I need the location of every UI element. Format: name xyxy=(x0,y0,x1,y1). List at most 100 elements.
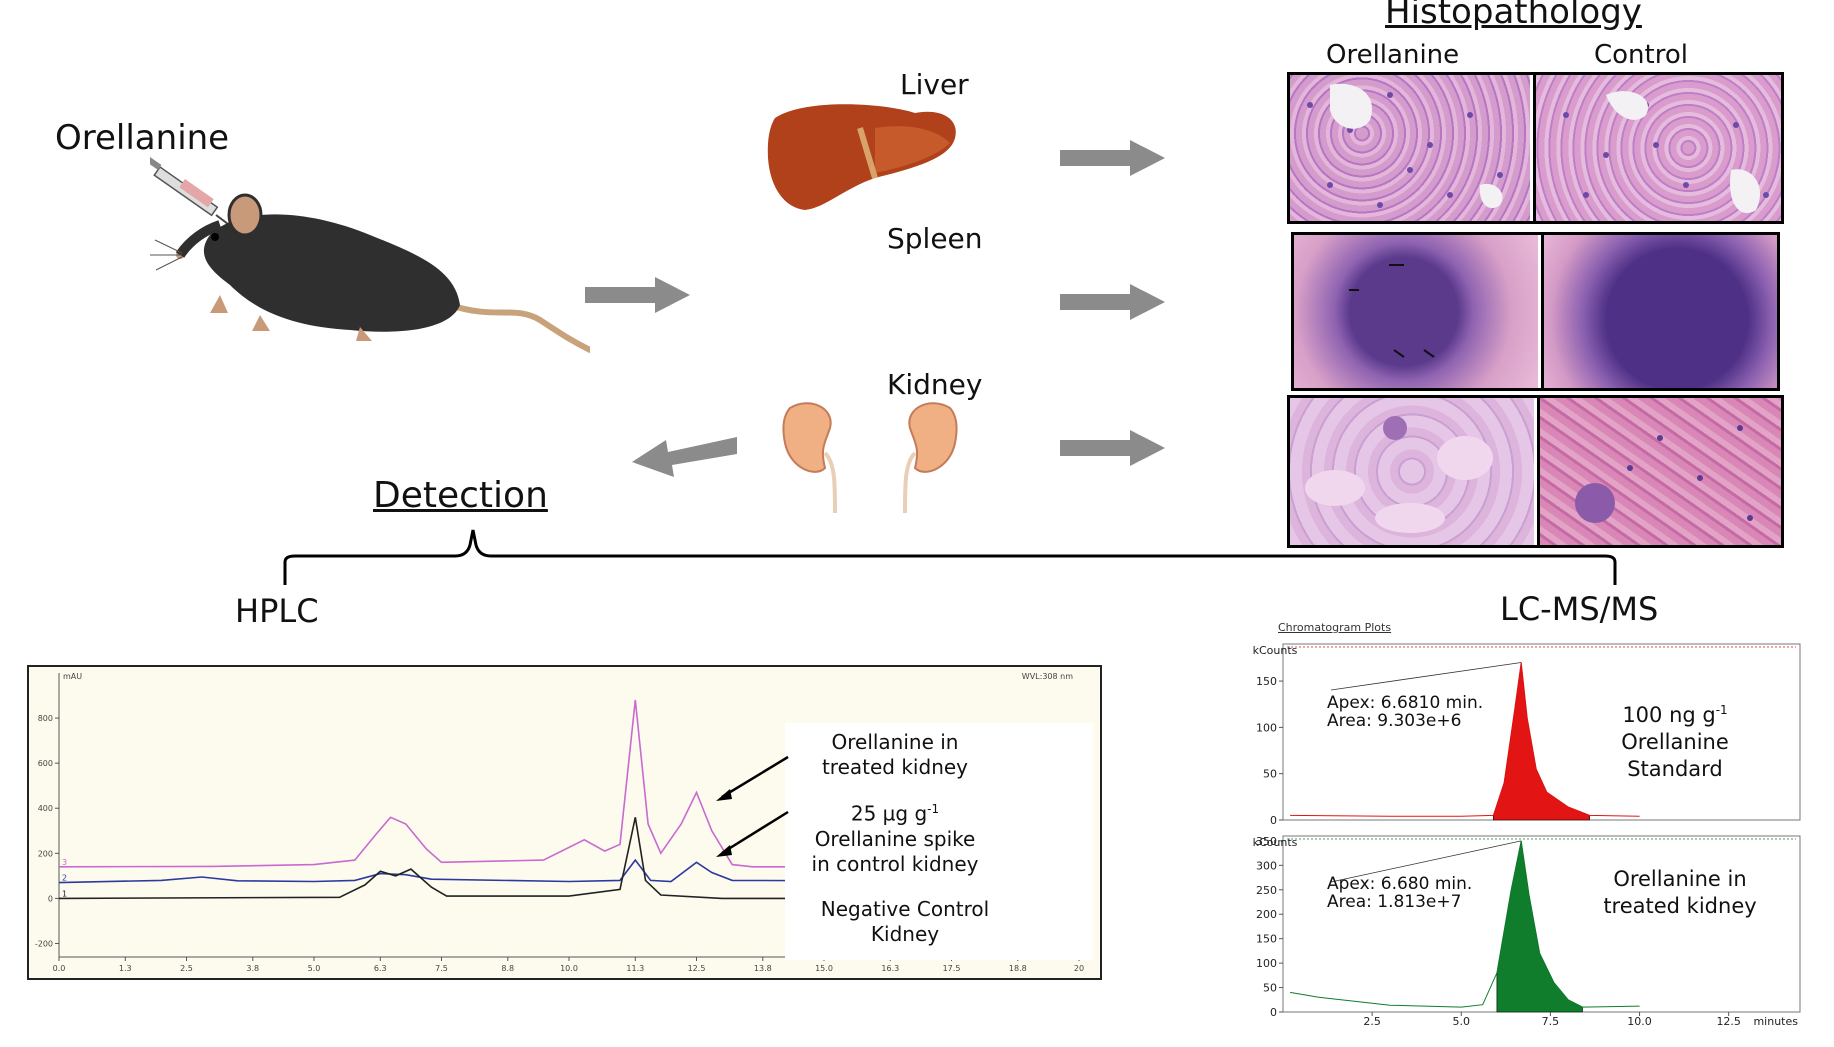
lcms-chromatograms: 050100150kCounts050100150200250300350kCo… xyxy=(1253,643,1801,1028)
annotation-negative-control: Negative Control Kidney xyxy=(820,897,990,946)
lcms-x-tick-label: 7.5 xyxy=(1542,1015,1560,1028)
hplc-x-tick-label: 0.0 xyxy=(53,964,66,973)
orellanine-label: Orellanine xyxy=(55,118,230,158)
hplc-y-tick-label: 0 xyxy=(48,894,53,903)
syringe-icon xyxy=(150,157,233,228)
lcms-top-trace xyxy=(1290,662,1640,817)
hplc-y-unit: mAU xyxy=(63,672,82,681)
histology-spleen-orellanine xyxy=(1294,235,1538,388)
histology-kidney-orellanine xyxy=(1290,398,1534,545)
lcms-top-apex: Apex: 6.6810 min. xyxy=(1327,693,1484,713)
lcms-x-tick-label: 12.5 xyxy=(1716,1015,1741,1028)
hplc-x-tick-label: 15.0 xyxy=(815,964,833,973)
hplc-annotation-bg xyxy=(785,723,1093,960)
histology-liver-orellanine xyxy=(1290,75,1530,221)
hplc-x-tick-label: 7.5 xyxy=(435,964,448,973)
detection-heading: Detection xyxy=(373,475,548,516)
hplc-y-tick-label: 400 xyxy=(38,804,53,813)
lcms-top-apex-leader xyxy=(1330,662,1522,691)
lcms-bottom-y-tick-label: 150 xyxy=(1256,933,1277,946)
lcms-x-tick-label: 5.0 xyxy=(1453,1015,1471,1028)
hplc-x-tick-label: 17.5 xyxy=(943,964,961,973)
kidney-label: Kidney xyxy=(887,368,983,401)
kidneys-icon xyxy=(782,402,958,513)
mouse-illustration xyxy=(150,157,590,353)
hplc-x-tick-label: 1.3 xyxy=(119,964,132,973)
lcms-top-y-unit: kCounts xyxy=(1253,644,1298,657)
hplc-wavelength: WVL:308 nm xyxy=(1022,672,1073,681)
arrow-treated xyxy=(721,755,789,799)
lcms-top-y-tick-label: 150 xyxy=(1256,675,1277,688)
arrow-right-icon xyxy=(1060,430,1165,466)
lcms-bottom-y-unit: kCounts xyxy=(1253,836,1298,849)
lcms-x-unit: minutes xyxy=(1753,1015,1798,1028)
lcms-bottom-area: Area: 1.813e+7 xyxy=(1327,892,1462,912)
spleen-label: Spleen xyxy=(887,222,983,255)
arrow-right-icon xyxy=(1060,140,1165,176)
hplc-trace-1 xyxy=(58,699,1079,868)
lcms-chart-title: Chromatogram Plots xyxy=(1278,621,1392,634)
lcms-x-tick-label: 10.0 xyxy=(1627,1015,1652,1028)
hplc-chromatogram: -200 0 200 400 600 800 0.0 1.3 2.5 3.8 5.0 6.3 7.5 8.… xyxy=(35,672,1084,973)
histology-column-orellanine: Orellanine xyxy=(1326,40,1460,70)
lcms-top-y-tick-label: 50 xyxy=(1263,768,1277,781)
lcms-top-y-tick-label: 100 xyxy=(1256,721,1277,734)
lcms-bottom-y-tick-label: 50 xyxy=(1263,982,1277,995)
hplc-label: HPLC xyxy=(235,592,319,630)
hplc-x-tick-label: 2.5 xyxy=(180,964,193,973)
lcms-bottom-y-tick-label: 0 xyxy=(1270,1006,1277,1019)
hplc-trace-number: 1 xyxy=(62,889,67,898)
hplc-x-tick-label: 13.8 xyxy=(754,964,772,973)
histology-liver-row xyxy=(1287,72,1784,224)
arrow-spike xyxy=(721,810,789,855)
histology-spleen-row xyxy=(1291,232,1780,391)
hplc-trace-number: 3 xyxy=(62,858,67,867)
lcms-bottom-apex-leader xyxy=(1330,840,1522,883)
histology-liver-control xyxy=(1533,75,1781,221)
arrow-left-down-icon xyxy=(632,437,737,477)
histology-kidney-control xyxy=(1537,398,1781,545)
annotation-treated-kidney: Orellanine in treated kidney xyxy=(821,730,969,779)
hplc-x-tick-label: 5.0 xyxy=(308,964,321,973)
hplc-x-tick-label: 6.3 xyxy=(374,964,387,973)
lcms-top-y-tick-label: 0 xyxy=(1270,814,1277,827)
lcms-bottom-y-tick-label: 250 xyxy=(1256,884,1277,897)
lcms-bottom-y-tick-label: 300 xyxy=(1256,859,1277,872)
hplc-x-tick-label: 3.8 xyxy=(246,964,259,973)
histology-spleen-control xyxy=(1541,235,1777,388)
liver-label: Liver xyxy=(900,68,969,101)
hplc-x-tick-label: 11.3 xyxy=(626,964,644,973)
hplc-x-tick-label: 8.8 xyxy=(501,964,514,973)
lcms-bottom-label: Orellanine in treated kidney xyxy=(1603,867,1757,918)
lcmsms-label: LC-MS/MS xyxy=(1500,590,1659,628)
lcms-bottom-y-tick-label: 200 xyxy=(1256,908,1277,921)
hplc-x-tick-label: 20 xyxy=(1074,964,1084,973)
arrow-right-icon xyxy=(585,277,690,313)
detection-bracket xyxy=(283,529,1617,585)
annotation-arrows xyxy=(716,755,789,857)
hplc-y-tick-label: 200 xyxy=(38,849,53,858)
lcms-bottom-apex: Apex: 6.680 min. xyxy=(1327,874,1473,894)
hplc-x-tick-label: 10.0 xyxy=(560,964,578,973)
hplc-trace-3 xyxy=(58,817,1079,900)
lcms-top-area: Area: 9.303e+6 xyxy=(1327,711,1462,731)
histology-kidney-row xyxy=(1287,395,1784,548)
lcms-top-label: 100 ng g-1 Orellanine Standard xyxy=(1621,703,1729,781)
hplc-y-tick-label: 800 xyxy=(38,714,53,723)
hplc-y-tick-label: 600 xyxy=(38,759,53,768)
lcms-bottom-trace xyxy=(1290,840,1640,1008)
hplc-x-tick-label: 16.3 xyxy=(881,964,899,973)
lcms-bottom-y-tick-label: 100 xyxy=(1256,957,1277,970)
liver-icon xyxy=(767,104,956,210)
hplc-x-tick-label: 12.5 xyxy=(688,964,706,973)
hplc-x-tick-label: 18.8 xyxy=(1009,964,1027,973)
histology-column-control: Control xyxy=(1594,40,1688,70)
hplc-trace-2 xyxy=(58,858,1080,884)
lcms-bottom-y-tick-label: 350 xyxy=(1256,835,1277,848)
annotation-spike-control: 25 µg g-1 Orellanine spike in control ki… xyxy=(811,801,979,876)
arrow-right-icon xyxy=(1060,284,1165,320)
histopathology-heading: Histopathology xyxy=(1385,0,1642,32)
hplc-trace-number: 2 xyxy=(62,874,67,883)
hplc-y-tick-label: -200 xyxy=(35,939,53,948)
